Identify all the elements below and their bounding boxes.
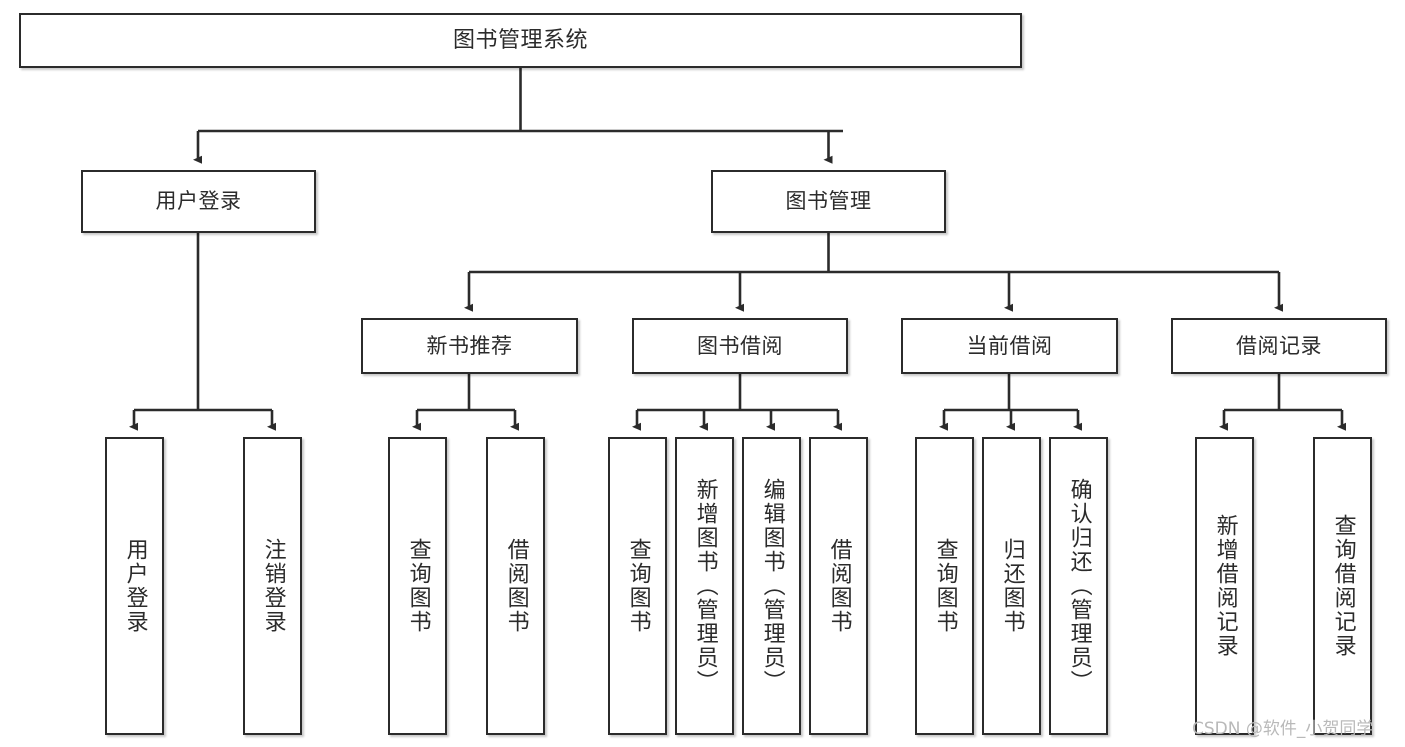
node-label: 编辑图书（管理员） [759,478,785,694]
node-leaf-logout[interactable]: 注销登录 [243,437,302,735]
csdn-watermark: CSDN @软件_小贺同学 [1192,719,1374,739]
node-label: 新增借阅记录 [1212,514,1238,658]
node-leaf-confirm-return[interactable]: 确认归还（管理员） [1049,437,1108,735]
node-leaf-edit-book[interactable]: 编辑图书（管理员） [742,437,801,735]
node-leaf-query-book-3[interactable]: 查询图书 [915,437,974,735]
node-leaf-user-login[interactable]: 用户登录 [105,437,164,735]
node-label: 新增图书（管理员） [692,478,718,694]
node-book-manage[interactable]: 图书管理 [711,170,946,233]
node-label: 注销登录 [260,538,286,634]
node-label: 图书管理 [785,189,872,214]
node-label: 借阅图书 [503,538,529,634]
node-label: 查询图书 [405,538,431,634]
node-leaf-add-record[interactable]: 新增借阅记录 [1195,437,1254,735]
node-leaf-return-book[interactable]: 归还图书 [982,437,1041,735]
node-leaf-add-book[interactable]: 新增图书（管理员） [675,437,734,735]
node-user-login[interactable]: 用户登录 [81,170,316,233]
node-label: 当前借阅 [966,333,1053,358]
node-label: 图书借阅 [697,333,783,358]
node-borrow-record[interactable]: 借阅记录 [1171,318,1387,374]
node-label: 归还图书 [999,538,1025,634]
node-leaf-query-book-1[interactable]: 查询图书 [388,437,447,735]
node-label: 查询借阅记录 [1330,514,1356,658]
node-new-book-recommend[interactable]: 新书推荐 [361,318,578,374]
node-label: 借阅图书 [826,538,852,634]
node-label: 新书推荐 [426,333,513,358]
node-leaf-query-record[interactable]: 查询借阅记录 [1313,437,1372,735]
node-leaf-query-book-2[interactable]: 查询图书 [608,437,667,735]
node-label: 借阅记录 [1236,333,1322,358]
node-root-system[interactable]: 图书管理系统 [19,13,1022,68]
node-label: 查询图书 [625,538,651,634]
node-current-borrow[interactable]: 当前借阅 [901,318,1118,374]
node-label: 用户登录 [155,189,242,214]
node-label: 用户登录 [122,538,148,634]
node-leaf-borrow-book-2[interactable]: 借阅图书 [809,437,868,735]
node-leaf-borrow-book-1[interactable]: 借阅图书 [486,437,545,735]
node-label: 图书管理系统 [452,27,588,53]
node-label: 确认归还（管理员） [1066,478,1092,694]
node-book-borrow[interactable]: 图书借阅 [632,318,848,374]
node-label: 查询图书 [932,538,958,634]
